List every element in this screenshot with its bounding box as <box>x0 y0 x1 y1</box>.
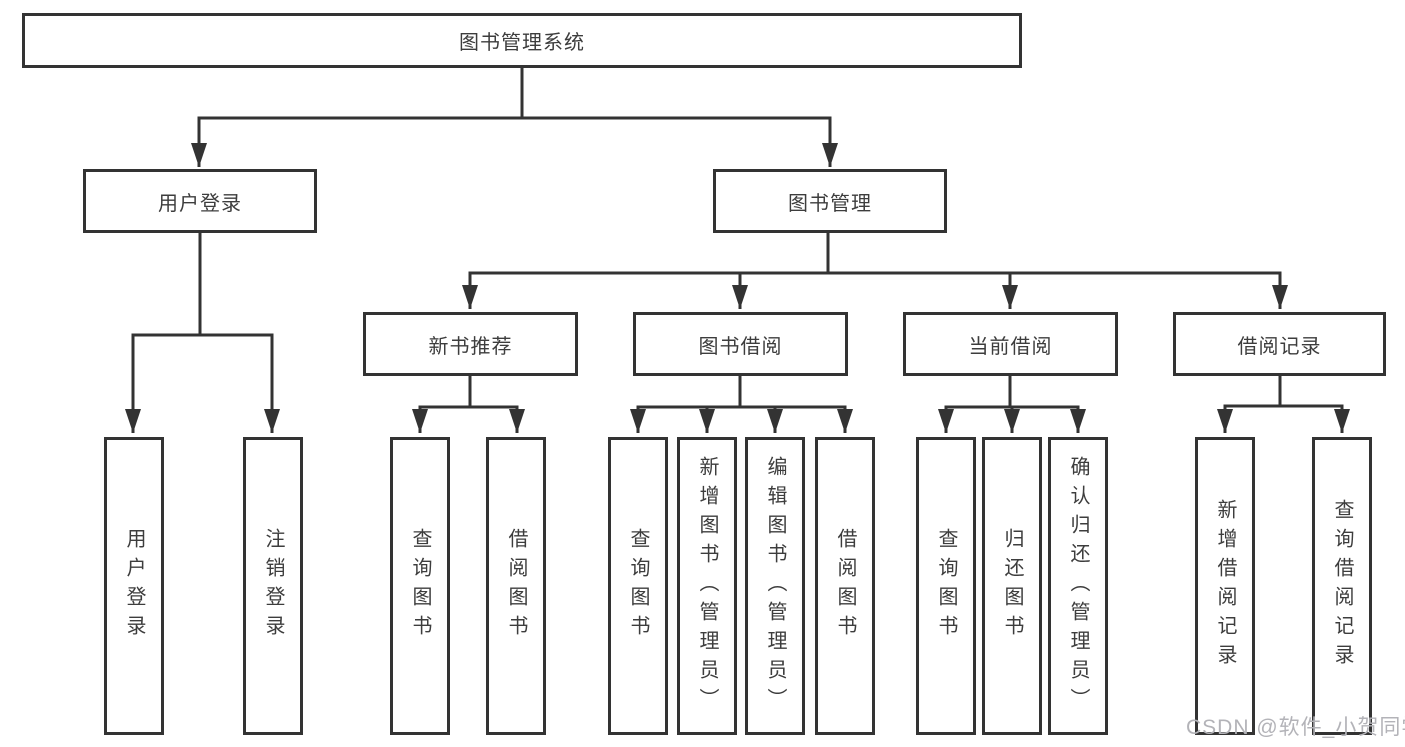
node-library-system: 图书管理系统 <box>22 13 1022 68</box>
leaf-return-book: 归还图书 <box>982 437 1042 735</box>
leaf-logout: 注销登录 <box>243 437 303 735</box>
node-label: 查询图书 <box>627 528 649 644</box>
leaf-query-books-current: 查询图书 <box>916 437 976 735</box>
node-book-borrowing: 图书借阅 <box>633 312 848 376</box>
node-label: 归还图书 <box>1001 528 1023 644</box>
node-label: 借阅图书 <box>505 528 527 644</box>
node-label: 查询图书 <box>409 528 431 644</box>
node-user-login: 用户登录 <box>83 169 317 233</box>
node-current-borrowing: 当前借阅 <box>903 312 1118 376</box>
csdn-watermark: CSDN @软件_小贺同学 <box>1186 716 1405 739</box>
leaf-user-login: 用户登录 <box>104 437 164 735</box>
node-label: 借阅图书 <box>834 528 856 644</box>
node-label: 用户登录 <box>123 528 145 644</box>
node-label: 确认归还（管理员） <box>1067 455 1089 717</box>
node-label: 借阅记录 <box>1237 335 1322 358</box>
node-label: 图书管理系统 <box>459 32 585 54</box>
node-label: 当前借阅 <box>968 335 1053 358</box>
node-borrowing-records: 借阅记录 <box>1173 312 1386 376</box>
leaf-borrow-books: 借阅图书 <box>815 437 875 735</box>
node-label: 查询借阅记录 <box>1331 499 1353 673</box>
node-label: 新增借阅记录 <box>1214 499 1236 673</box>
node-book-management: 图书管理 <box>713 169 947 233</box>
node-label: 图书借阅 <box>698 335 783 358</box>
leaf-add-borrow-record: 新增借阅记录 <box>1195 437 1255 735</box>
leaf-query-borrow-record: 查询借阅记录 <box>1312 437 1372 735</box>
node-label: 新书推荐 <box>428 335 513 358</box>
leaf-query-books-borrowing: 查询图书 <box>608 437 668 735</box>
node-label: 图书管理 <box>788 192 872 215</box>
node-label: 用户登录 <box>158 192 242 215</box>
node-label: 查询图书 <box>935 528 957 644</box>
node-label: 编辑图书（管理员） <box>764 455 786 717</box>
node-label: 新增图书（管理员） <box>696 455 718 717</box>
leaf-edit-book-admin: 编辑图书（管理员） <box>745 437 805 735</box>
leaf-query-books-recommend: 查询图书 <box>390 437 450 735</box>
node-label: 注销登录 <box>262 528 284 644</box>
leaf-borrow-books-recommend: 借阅图书 <box>486 437 546 735</box>
node-new-book-recommend: 新书推荐 <box>363 312 578 376</box>
leaf-add-book-admin: 新增图书（管理员） <box>677 437 737 735</box>
leaf-confirm-return-admin: 确认归还（管理员） <box>1048 437 1108 735</box>
